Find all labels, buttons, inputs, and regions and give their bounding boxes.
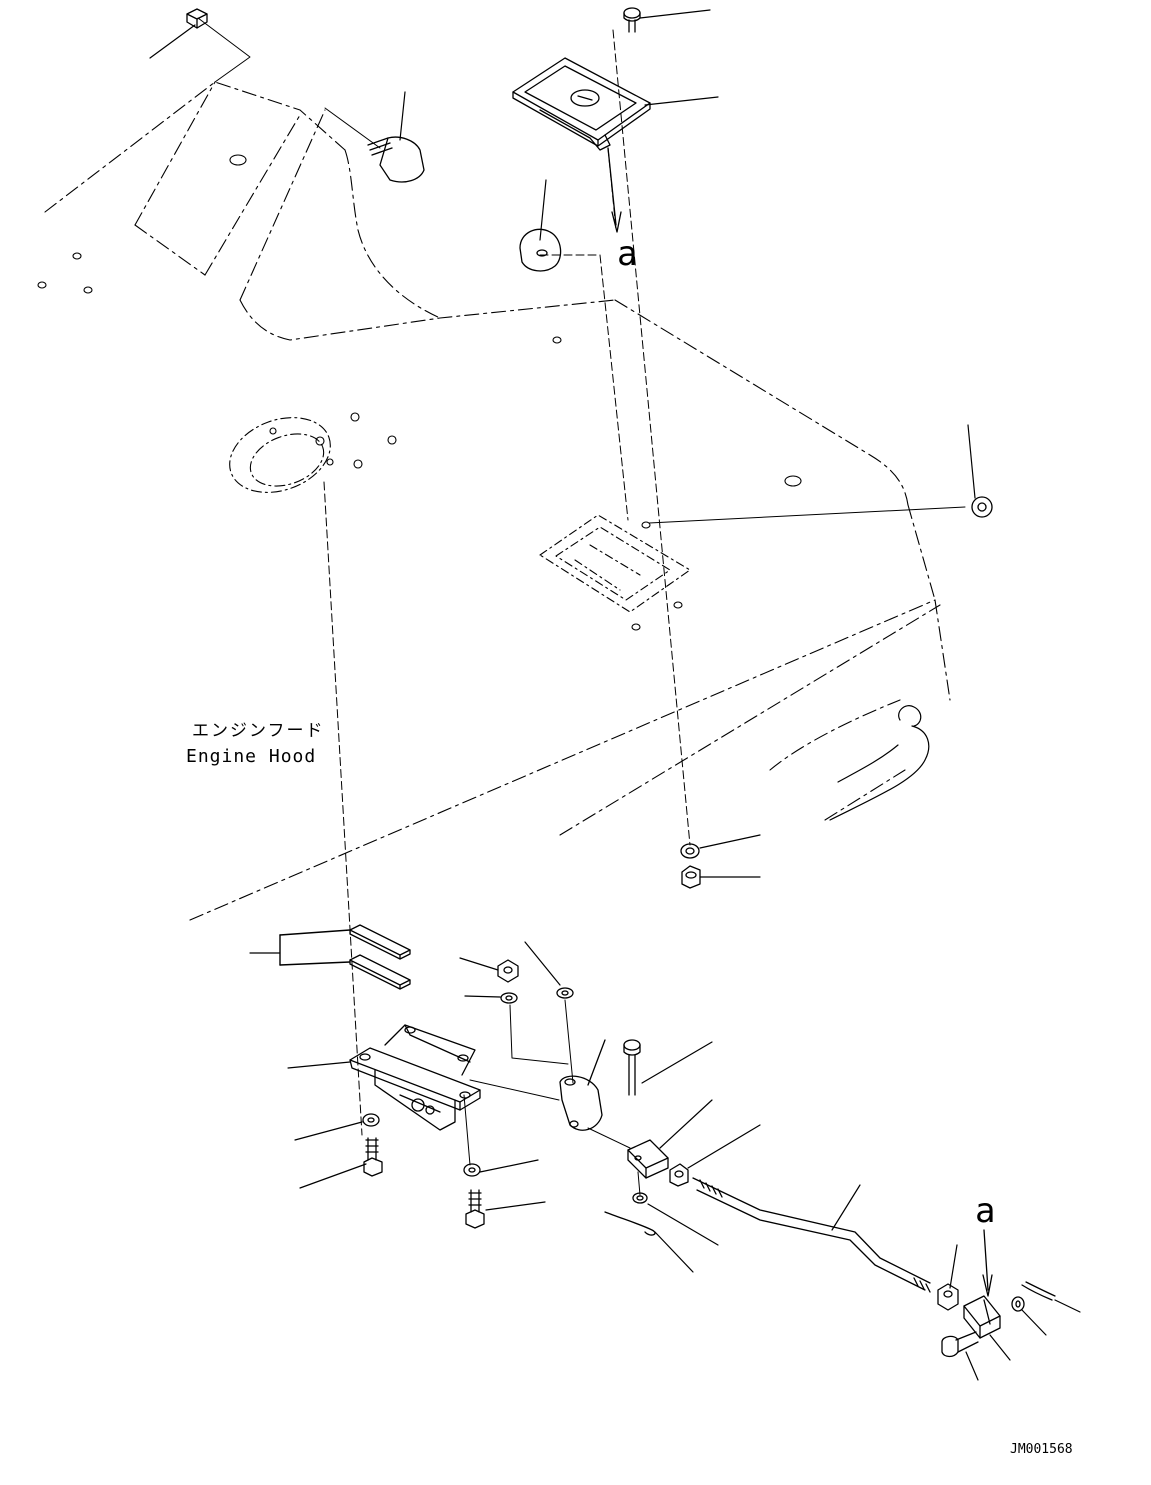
lock-handle-icon [512,57,651,151]
shim-bracket-line [279,929,351,966]
bumper-icon [367,136,425,183]
clevis-icon [963,1295,1001,1339]
detail-arrow-icon [607,147,622,233]
lock-opening-outline [539,514,691,613]
cap-icon [519,228,562,272]
bolt-icon [465,1189,485,1229]
washer-icon [1011,1296,1025,1312]
nut-icon [669,1163,689,1187]
bracket-icon [559,1039,606,1131]
cotter-pin-icon [604,1211,656,1236]
exhaust-stack-icon [829,705,930,821]
washer-icon [680,843,700,859]
pin-icon [623,1039,641,1096]
washer-icon [500,992,518,1004]
engine-hood-label-jp: エンジンフード [192,721,325,741]
filler-ring-nuts [269,412,397,469]
pin-icon [941,1331,979,1358]
rod-icon [692,1177,931,1293]
engine-hood-outline [44,81,951,921]
engine-hood-label-en: Engine Hood [186,746,316,767]
shim-icon [349,924,411,960]
filler-ring-outline [229,417,331,493]
bolt-icon [363,1137,383,1177]
nut-icon [937,1283,959,1311]
washer-icon [362,1113,380,1127]
screw-icon [623,7,641,33]
detail-arrow-icon [982,1229,993,1297]
detail-marker-bottom: a [975,1191,995,1231]
nut-icon [681,865,701,889]
nut-icon [971,496,993,518]
bolt-icon [186,8,208,29]
cotter-pin-icon [1021,1281,1056,1301]
engine-hood-holes [37,154,802,631]
latch-icon [349,1024,481,1131]
callout-leaders [149,9,1081,1381]
drawing-code: JM001568 [1010,1442,1073,1457]
washer-icon [556,987,574,999]
shim-icon [349,954,411,990]
washer-icon [463,1163,481,1177]
detail-marker-top: a [617,234,637,274]
flange-nut-icon [497,959,519,983]
assembly-guide-lines [197,17,966,1196]
washer-icon [632,1192,648,1204]
clevis-icon [627,1139,669,1179]
